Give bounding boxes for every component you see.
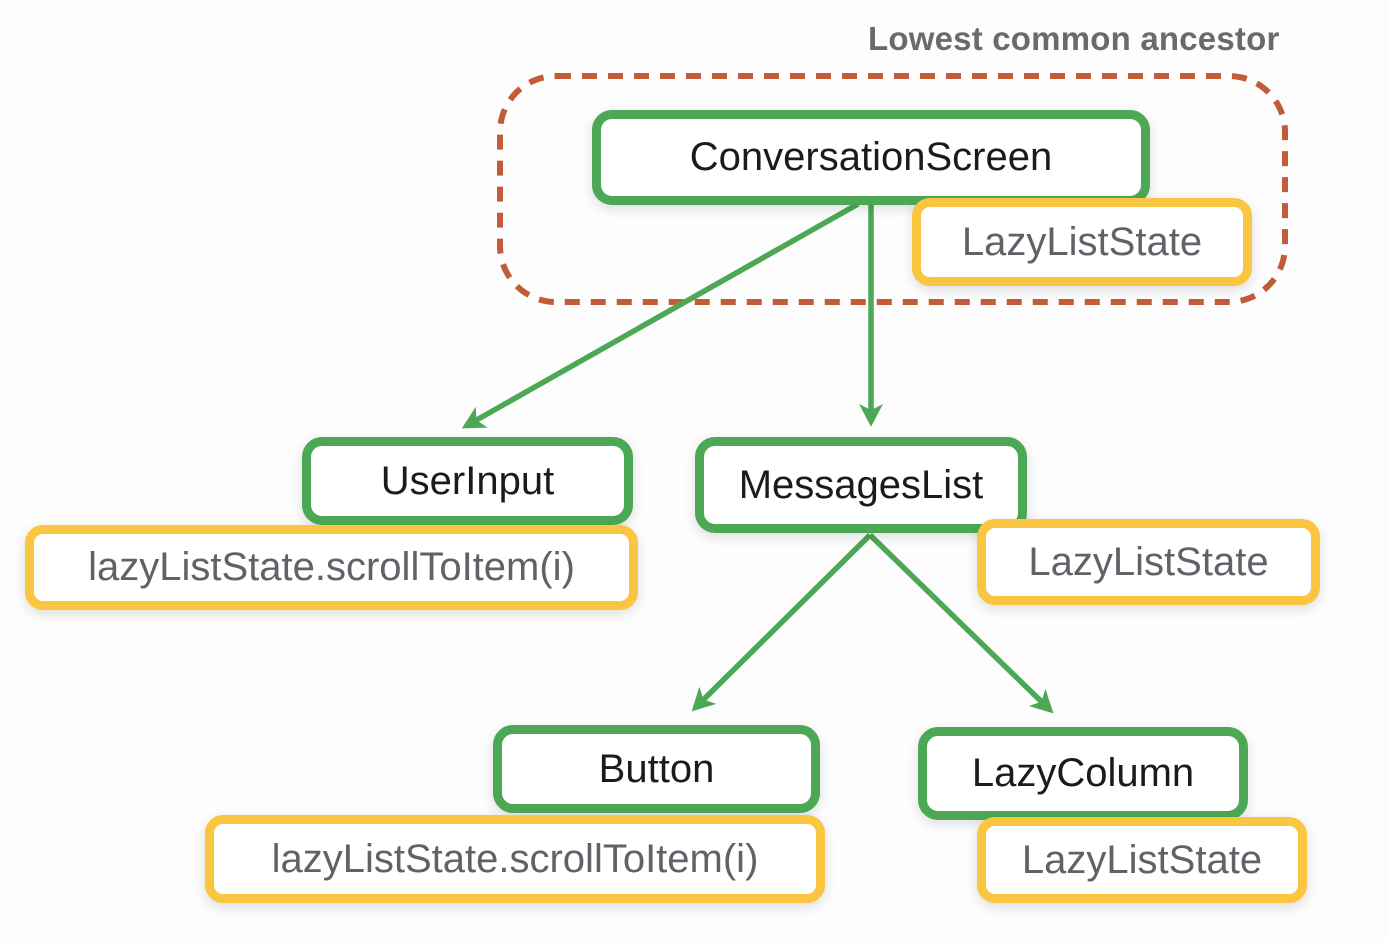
node-conversation-screen: ConversationScreen	[592, 110, 1150, 205]
lca-annotation-label: Lowest common ancestor	[868, 20, 1280, 57]
node-button-label: Button	[598, 746, 715, 791]
node-lazyliststate-mid-label: LazyListState	[1028, 539, 1269, 584]
node-conversation-screen-label: ConversationScreen	[689, 135, 1053, 179]
node-lazyliststate-mid: LazyListState	[977, 519, 1320, 605]
node-scrolltoitem-bottom: lazyListState.scrollToItem(i)	[205, 815, 825, 903]
node-lazyliststate-bottom: LazyListState	[977, 817, 1307, 903]
node-user-input: UserInput	[302, 437, 633, 525]
node-user-input-label: UserInput	[380, 458, 555, 503]
node-lazyliststate-top: LazyListState	[912, 198, 1252, 286]
edge-messageslist-lazycolumn	[868, 533, 1054, 714]
node-lazy-column-label: LazyColumn	[971, 751, 1195, 795]
node-button: Button	[493, 725, 820, 813]
edge-conversationscreen-userinput	[461, 201, 860, 429]
lca-dashed-boundary	[497, 73, 1288, 305]
node-lazy-column: LazyColumn	[918, 727, 1248, 820]
node-scrolltoitem-bottom-label: lazyListState.scrollToItem(i)	[271, 836, 759, 881]
node-lazyliststate-top-label: LazyListState	[961, 219, 1203, 264]
node-messages-list-label: MessagesList	[738, 462, 984, 507]
node-lazyliststate-bottom-label: LazyListState	[1021, 837, 1263, 882]
node-scrolltoitem-left-label: lazyListState.scrollToItem(i)	[88, 545, 575, 589]
node-scrolltoitem-left: lazyListState.scrollToItem(i)	[25, 525, 638, 610]
edge-messageslist-button	[691, 533, 872, 712]
node-messages-list: MessagesList	[695, 437, 1027, 533]
